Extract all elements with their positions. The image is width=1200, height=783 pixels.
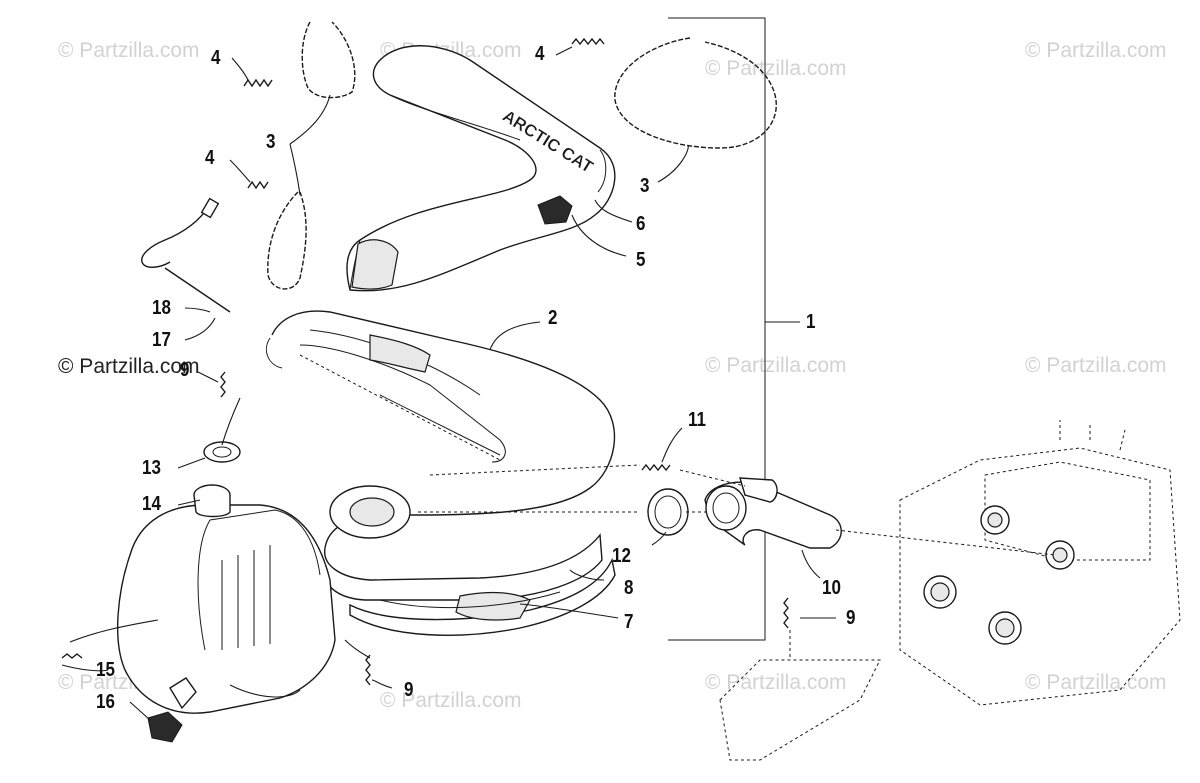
- callout-1: 1: [806, 311, 816, 333]
- callout-4: 4: [211, 47, 221, 69]
- grommet: [203, 441, 241, 463]
- strap-icon: [267, 191, 307, 290]
- callout-2: 2: [548, 307, 558, 329]
- spring-icon: [571, 37, 605, 46]
- spring-icon: [220, 371, 226, 398]
- callout-9: 9: [180, 359, 190, 381]
- engine-block: [899, 420, 1181, 706]
- temperature-sensor: [141, 197, 231, 313]
- callout-10: 10: [822, 577, 841, 599]
- callout-3: 3: [266, 131, 276, 153]
- callout-9: 9: [404, 679, 414, 701]
- heat-shield-upper: [346, 45, 616, 292]
- expansion-chamber: [266, 310, 616, 601]
- spring-icon: [641, 463, 671, 472]
- callout-9: 9: [846, 607, 856, 629]
- heat-shield-lower: [349, 557, 616, 636]
- exhaust-manifold: [704, 477, 842, 549]
- watermark: © Partzilla.com: [705, 671, 847, 694]
- callout-6: 6: [636, 213, 646, 235]
- strap-icon: [614, 37, 777, 149]
- callout-8: 8: [624, 577, 634, 599]
- callout-15: 15: [96, 659, 115, 681]
- callout-18: 18: [152, 297, 171, 319]
- spring-icon: [783, 597, 789, 629]
- mount-bracket: [719, 659, 881, 761]
- spring-icon: [365, 654, 371, 686]
- callout-3: 3: [640, 175, 650, 197]
- muffler: [117, 484, 336, 714]
- watermark: © Partzilla.com: [1025, 671, 1167, 694]
- spring-icon: [243, 78, 273, 88]
- leader-lines: [61, 46, 1056, 721]
- spring-icon: [247, 180, 269, 190]
- callout-4: 4: [205, 147, 215, 169]
- watermark: © Partzilla.com: [1025, 39, 1167, 62]
- watermark: © Partzilla.com: [58, 39, 200, 62]
- callout-13: 13: [142, 457, 161, 479]
- watermark: © Partzilla.com: [705, 57, 847, 80]
- watermark: © Partzilla.com: [705, 354, 847, 377]
- spring-icon: [61, 653, 83, 659]
- callout-17: 17: [152, 329, 171, 351]
- strap-icon: [301, 21, 356, 99]
- watermark-main: © Partzilla.com: [58, 355, 200, 378]
- callout-7: 7: [624, 611, 634, 633]
- muffler-screen: [147, 711, 183, 743]
- callout-16: 16: [96, 691, 115, 713]
- callout-5: 5: [636, 249, 646, 271]
- callout-4: 4: [535, 43, 545, 65]
- callout-14: 14: [142, 493, 161, 515]
- seal-ring: [647, 488, 689, 536]
- assembly-bracket: [668, 17, 800, 641]
- watermark: © Partzilla.com: [1025, 354, 1167, 377]
- callout-11: 11: [688, 409, 706, 431]
- watermark: © Partzilla.com: [380, 689, 522, 712]
- shield-screen: [537, 195, 573, 225]
- callout-12: 12: [612, 545, 631, 567]
